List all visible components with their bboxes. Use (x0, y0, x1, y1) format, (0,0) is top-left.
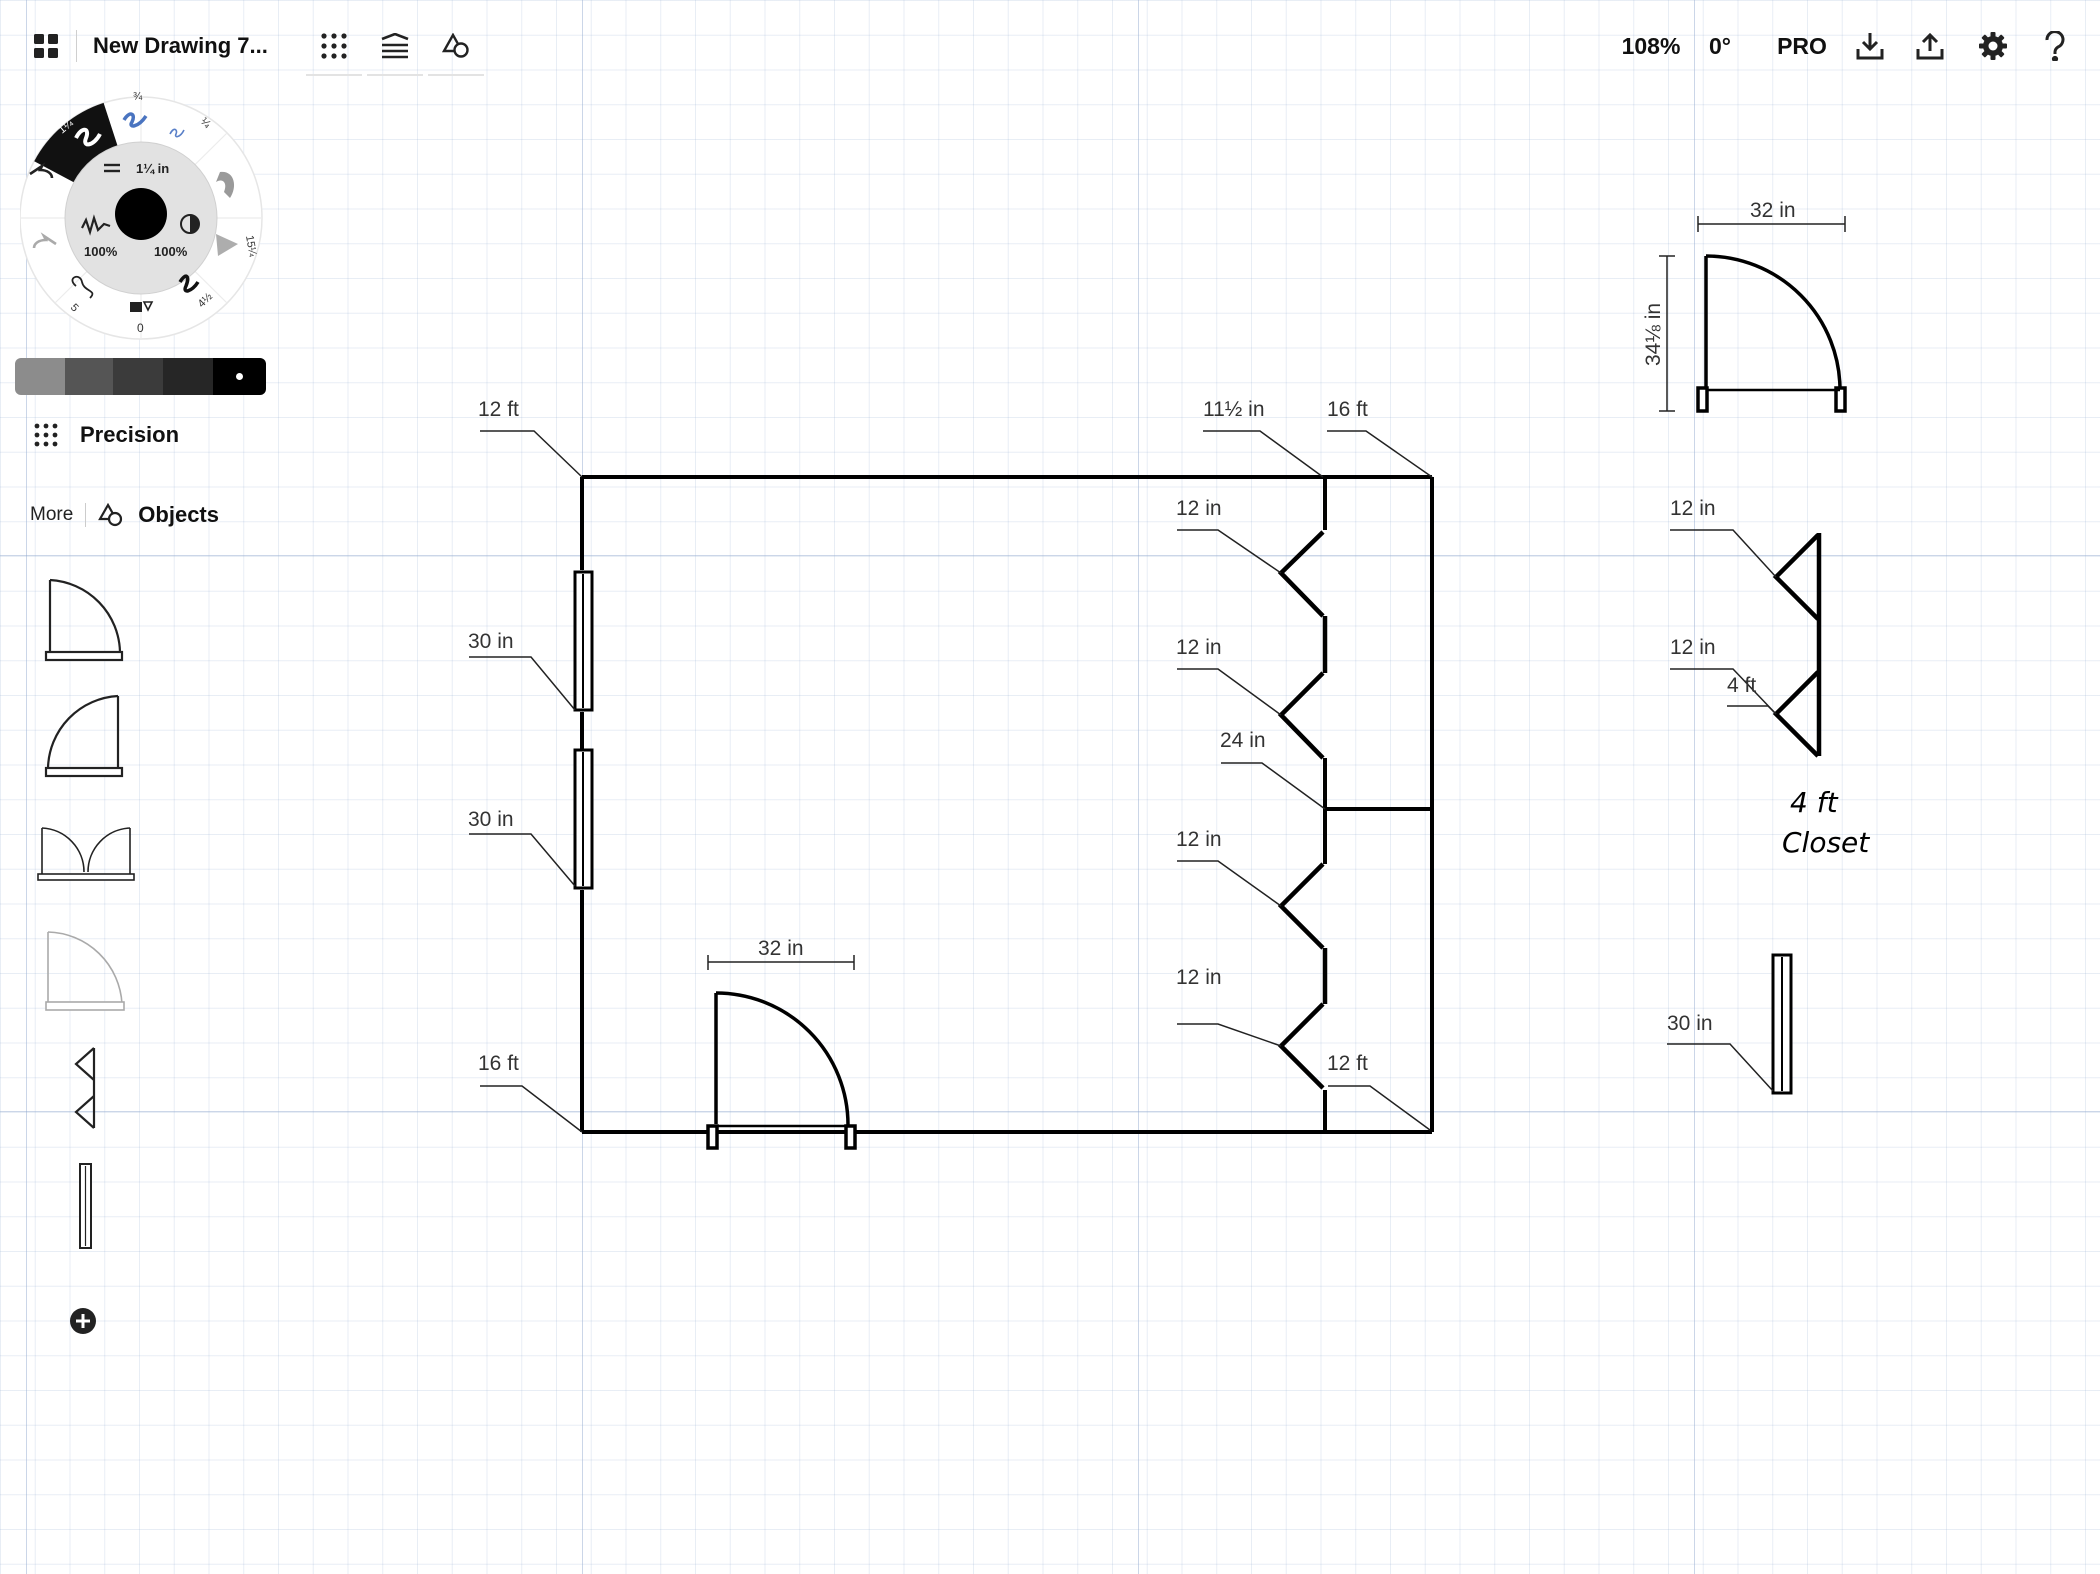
sample-window-leader (1667, 1043, 1774, 1092)
dim-closet-2: 12 in (1176, 636, 1222, 659)
preset-label-7: 0 (137, 321, 144, 335)
grid-icon[interactable] (314, 22, 354, 70)
dim-bottom-left: 16 ft (478, 1052, 519, 1075)
dimension-leaders (469, 430, 1433, 1133)
sample-door-dims (1659, 216, 1846, 412)
dim-sample-closet-b: 12 in (1670, 636, 1716, 659)
object-closet-pair[interactable] (36, 1040, 136, 1140)
window-1[interactable] (573, 570, 594, 712)
settings-icon[interactable] (1975, 22, 2011, 70)
color-swatch-selected[interactable] (213, 358, 266, 395)
help-icon[interactable] (2037, 22, 2073, 70)
dim-divider: 24 in (1220, 729, 1266, 752)
precision-label: Precision (80, 422, 180, 447)
sample-door[interactable] (1696, 254, 1847, 413)
import-icon[interactable] (1852, 22, 1888, 70)
rotation-level[interactable]: 0° (1700, 22, 1740, 70)
brush-opacity: 100% (84, 244, 118, 259)
object-window[interactable] (36, 1156, 136, 1256)
dim-top-left: 12 ft (478, 398, 519, 421)
zoom-level[interactable]: 108% (1614, 22, 1688, 70)
brush-wheel[interactable]: 1¼ ¾ ¼ 15¼ 4½ 5 0 1¼ in 100% 100% (19, 86, 270, 356)
color-swatch-1[interactable] (15, 358, 65, 395)
dim-closet-3: 12 in (1176, 828, 1222, 851)
pro-button[interactable]: PRO (1772, 22, 1832, 70)
object-double-door[interactable] (36, 808, 136, 908)
more-button[interactable]: More (30, 504, 74, 525)
dim-window-2: 30 in (468, 808, 514, 831)
object-door-light[interactable] (36, 920, 136, 1020)
dim-window-1: 30 in (468, 630, 514, 653)
dim-door: 32 in (758, 937, 804, 960)
dim-closet-4: 12 in (1176, 966, 1222, 989)
color-swatch-4[interactable] (163, 358, 213, 395)
top-toolbar: New Drawing 7... 108% 0° PRO (0, 0, 2100, 94)
add-object-icon[interactable] (68, 1306, 98, 1336)
dim-sample-closet-a: 12 in (1670, 497, 1716, 520)
color-swatch-2[interactable] (65, 358, 113, 395)
sample-window[interactable] (1771, 953, 1793, 1095)
objects-shapes-icon (98, 503, 123, 527)
objects-header: More Objects (30, 498, 219, 532)
brush-size-label: 1¼ in (136, 161, 169, 176)
room-walls[interactable] (580, 475, 1434, 1134)
preset-label-4: 15¼ (243, 234, 259, 258)
precision-grid-icon (34, 423, 58, 447)
dim-sample-door-height: 34⅛ in (1642, 303, 1665, 366)
shapes-icon[interactable] (436, 22, 476, 70)
rotation-text: 0° (1709, 32, 1731, 59)
sample-closet-leaders (1670, 529, 1777, 715)
selected-dot-icon (236, 373, 243, 380)
pro-text: PRO (1777, 32, 1827, 59)
sample-closet[interactable] (1772, 533, 1822, 758)
zoom-text: 108% (1621, 32, 1681, 59)
handwriting-closet: Closet (1782, 826, 1870, 859)
color-swatch-3[interactable] (113, 358, 163, 395)
objects-title: Objects (138, 502, 219, 527)
dim-sample-closet-len: 4 ft (1727, 674, 1756, 697)
color-palette[interactable] (15, 358, 266, 395)
dim-top-mid: 11½ in (1203, 398, 1265, 421)
export-icon[interactable] (1912, 22, 1948, 70)
dim-top-right: 16 ft (1327, 398, 1368, 421)
object-door-left-swing[interactable] (36, 690, 136, 790)
closet-doors[interactable] (1277, 530, 1328, 1090)
window-2[interactable] (573, 748, 594, 890)
preset-label-2: ¾ (133, 91, 143, 103)
layers-icon[interactable] (375, 22, 415, 70)
dim-closet-1: 12 in (1176, 497, 1222, 520)
dim-sample-door-width: 32 in (1750, 199, 1796, 222)
precision-toggle[interactable]: Precision (34, 418, 179, 452)
door-main[interactable] (706, 991, 857, 1150)
object-door-right-swing[interactable] (36, 570, 136, 670)
drawing-title[interactable]: New Drawing 7... (93, 22, 283, 70)
drawing-title-text: New Drawing 7... (93, 33, 268, 58)
handwriting-4ft: 4 ft (1790, 786, 1839, 819)
dim-sample-window: 30 in (1667, 1012, 1713, 1035)
brush-smoothing: 100% (154, 244, 188, 259)
dim-bottom-right: 12 ft (1327, 1052, 1368, 1075)
gallery-icon[interactable] (28, 22, 64, 70)
